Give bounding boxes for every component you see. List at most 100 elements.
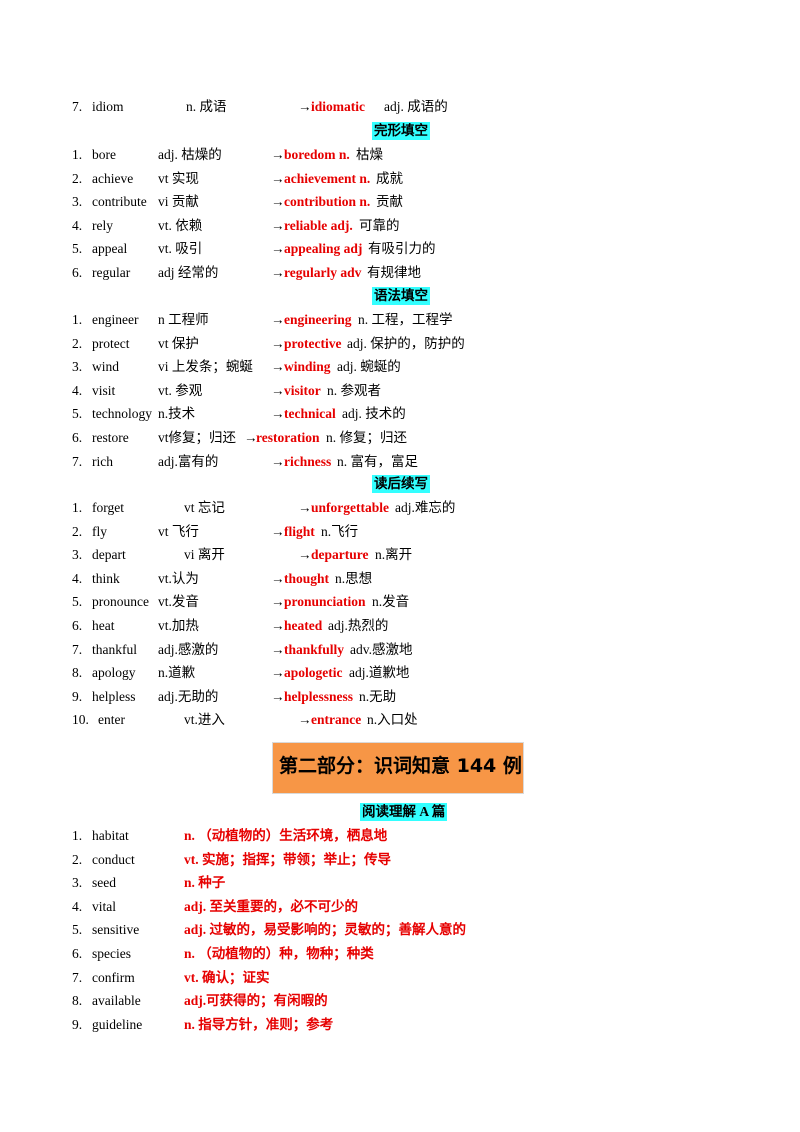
vocab-row: 1. habitat n. （动植物的）生活环境，栖息地 (0, 826, 800, 846)
row-derived: achievement n. (284, 170, 371, 186)
row-derived: reliable adj. (284, 217, 353, 233)
arrow-icon: → (271, 453, 285, 469)
row-pos: vt 保护 (158, 335, 199, 351)
row-number: 6. (72, 618, 83, 633)
row-definition: n. （动植物的）生活环境，栖息地 (184, 828, 388, 843)
row-meaning: n.飞行 (321, 523, 359, 539)
row-derived: regularly adv (284, 265, 362, 280)
row-meaning: adj. 保护的，防护的 (347, 335, 465, 351)
row-number: 2. (72, 523, 83, 539)
arrow-icon: → (271, 665, 285, 681)
row-word: achieve (92, 170, 134, 186)
row-number: 8. (72, 993, 83, 1009)
row-word: guideline (92, 1016, 143, 1032)
arrow-icon: → (298, 99, 312, 114)
row-meaning: n.思想 (335, 570, 373, 586)
row-word: think (92, 570, 120, 586)
arrow-icon: → (271, 359, 285, 375)
row-derived: apologetic (284, 665, 343, 681)
row-meaning: adv.感激地 (350, 641, 413, 657)
section-heading-grammar: 语法填空 (372, 287, 430, 305)
arrow-icon: → (271, 170, 285, 186)
arrow-icon: → (271, 147, 285, 162)
row-word: heat (92, 618, 115, 633)
row-meaning: adj. 蜿蜒的 (337, 359, 401, 375)
row-word: habitat (92, 828, 129, 843)
arrow-icon: → (271, 618, 285, 633)
row-number: 2. (72, 851, 83, 867)
row-meaning: adj.难忘的 (395, 500, 456, 515)
row-pos: n.道歉 (158, 665, 196, 681)
row-derived: entrance (311, 712, 362, 728)
row-word: conduct (92, 851, 135, 867)
row-definition: adj. 至关重要的，必不可少的 (184, 898, 359, 914)
vocab-row: 7. idiom n. 成语 → idiomatic adj. 成语的 (0, 97, 800, 117)
row-meaning: n. 修复；归还 (326, 430, 407, 445)
row-derived: visitor (284, 382, 321, 398)
row-definition: adj. 过敏的，易受影响的；灵敏的；善解人意的 (184, 922, 467, 938)
row-definition: n. （动植物的）种，物种；种类 (184, 946, 374, 961)
row-number: 5. (72, 594, 83, 610)
row-word: forget (92, 500, 124, 515)
arrow-icon: → (271, 382, 285, 398)
arrow-icon: → (271, 594, 285, 610)
row-word: seed (92, 875, 116, 891)
row-number: 3. (72, 194, 83, 210)
row-meaning: n.无助 (359, 688, 397, 704)
row-number: 4. (72, 382, 83, 398)
row-number: 5. (72, 922, 83, 938)
row-number: 7. (72, 99, 83, 114)
row-pos: vi 上发条；蜿蜒 (158, 359, 253, 375)
row-word: contribute (92, 194, 147, 210)
row-word: sensitive (92, 922, 140, 938)
row-meaning: n.发音 (372, 594, 410, 610)
row-word: species (92, 946, 131, 961)
arrow-icon: → (271, 570, 285, 586)
row-meaning: 成就 (376, 170, 403, 186)
row-pos: vt修复；归还 (158, 430, 237, 445)
row-pos: vt. 吸引 (158, 241, 203, 257)
row-word: protect (92, 335, 130, 351)
row-number: 9. (72, 688, 83, 704)
row-word: regular (92, 265, 131, 280)
row-derived: restoration (256, 430, 320, 445)
row-word: apology (92, 665, 136, 681)
row-number: 1. (72, 500, 83, 515)
part2-banner: 第二部分：识词知意 144 例 (272, 742, 524, 794)
arrow-icon: → (271, 194, 285, 210)
row-pos: adj. 枯燥的 (158, 147, 222, 162)
row-number: 4. (72, 898, 83, 914)
section-heading-reading-a: 阅读理解 A 篇 (360, 803, 448, 821)
row-number: 4. (72, 217, 83, 233)
arrow-icon: → (271, 265, 285, 280)
row-pos: adj.无助的 (158, 688, 219, 704)
row-definition: vt. 确认；证实 (184, 969, 270, 985)
row-word: appeal (92, 241, 128, 257)
row-meaning: 有吸引力的 (368, 241, 436, 257)
row-pos: adj 经常的 (158, 265, 219, 280)
arrow-icon: → (271, 641, 285, 657)
row-number: 1. (72, 828, 83, 843)
row-definition: n. 种子 (184, 875, 226, 891)
row-derived: thankfully (284, 641, 345, 657)
row-derived: helplessness (284, 688, 354, 704)
row-pos: n 工程师 (158, 312, 209, 327)
row-word: vital (92, 898, 116, 914)
arrow-icon: → (271, 335, 285, 351)
